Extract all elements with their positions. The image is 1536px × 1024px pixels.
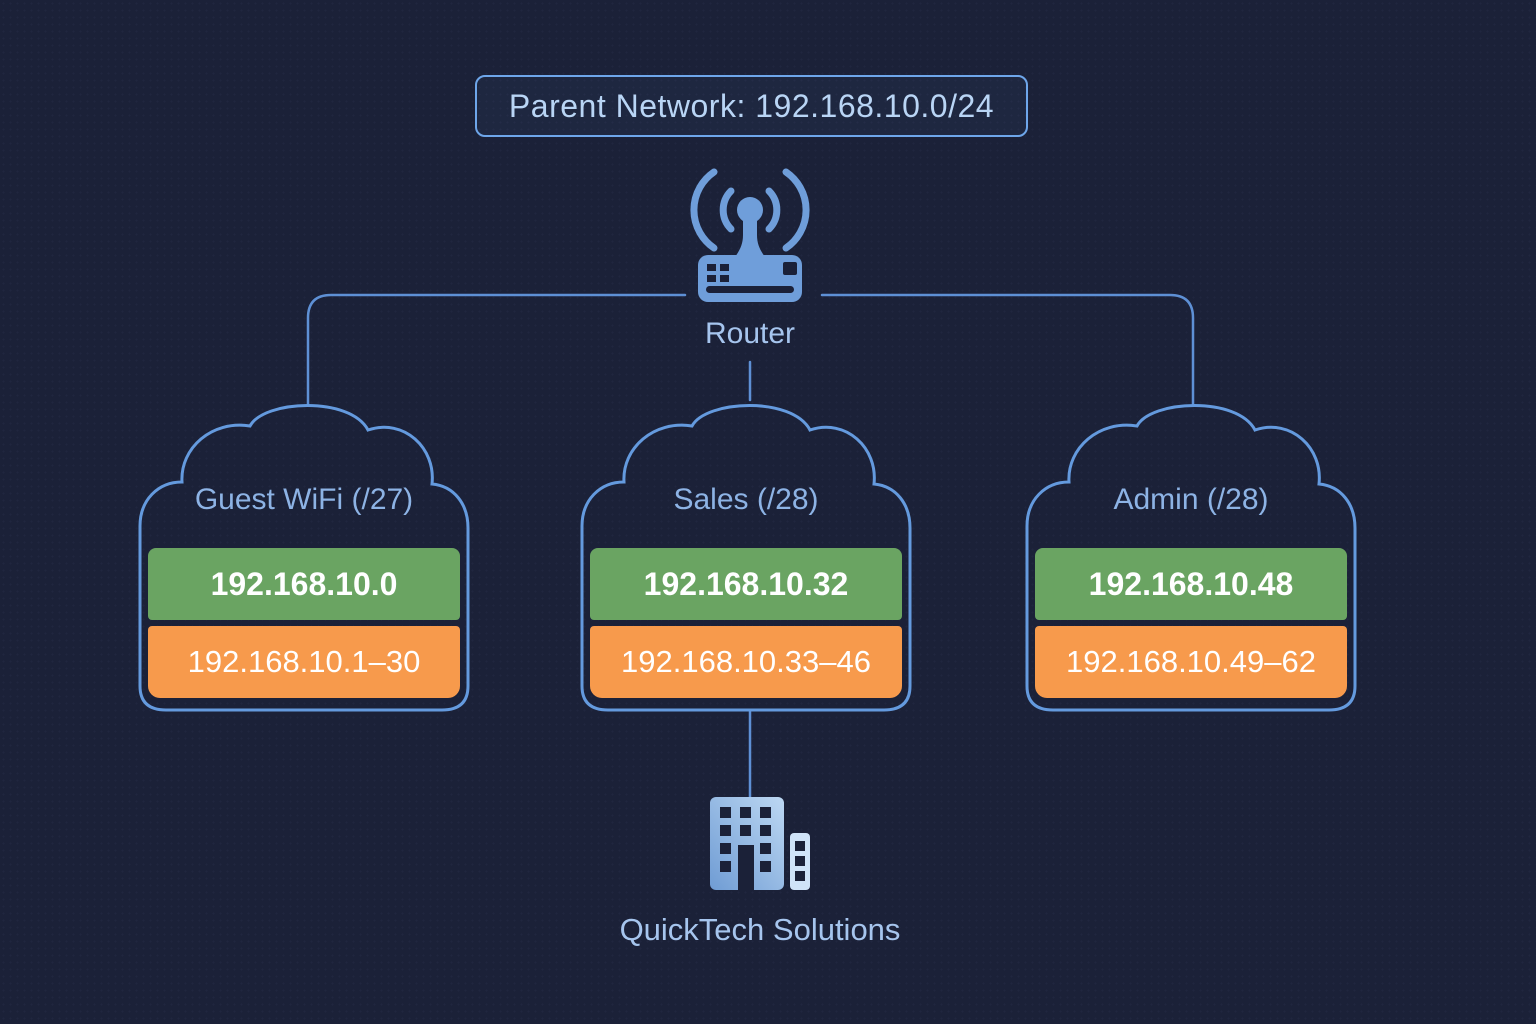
subnet-title: Sales (/28) <box>673 483 819 516</box>
subnet-cloud-sales: Sales (/28) 192.168.10.32 192.168.10.33–… <box>574 400 918 712</box>
subnet-cloud-guest-wifi: Guest WiFi (/27) 192.168.10.0 192.168.10… <box>132 400 476 712</box>
cloud-outline-icon <box>138 404 470 712</box>
parent-network-label: Parent Network: 192.168.10.0/24 <box>508 87 995 124</box>
network-address-box: 192.168.10.0 <box>148 548 460 620</box>
subnet-cloud-admin: Admin (/28) 192.168.10.48 192.168.10.49–… <box>1019 400 1363 712</box>
office-building-icon <box>710 797 810 892</box>
cloud-outline-icon <box>1025 404 1357 712</box>
network-address-box: 192.168.10.32 <box>590 548 902 620</box>
host-range-box: 192.168.10.49–62 <box>1035 626 1347 698</box>
network-address-box: 192.168.10.48 <box>1035 548 1347 620</box>
subnet-title: Admin (/28) <box>1113 483 1269 516</box>
network-address: 192.168.10.48 <box>1088 565 1294 602</box>
host-range: 192.168.10.1–30 <box>187 644 421 679</box>
company-label: QuickTech Solutions <box>619 912 901 947</box>
host-range: 192.168.10.33–46 <box>621 644 871 679</box>
host-range-box: 192.168.10.33–46 <box>590 626 902 698</box>
router-label: Router <box>704 317 796 350</box>
wifi-router-icon <box>670 160 830 310</box>
parent-network-box: Parent Network: 192.168.10.0/24 <box>475 75 1028 137</box>
network-address: 192.168.10.32 <box>643 565 849 602</box>
host-range-box: 192.168.10.1–30 <box>148 626 460 698</box>
subnet-title: Guest WiFi (/27) <box>194 483 414 516</box>
host-range: 192.168.10.49–62 <box>1066 644 1316 679</box>
network-address: 192.168.10.0 <box>210 565 398 602</box>
cloud-outline-icon <box>580 404 912 712</box>
